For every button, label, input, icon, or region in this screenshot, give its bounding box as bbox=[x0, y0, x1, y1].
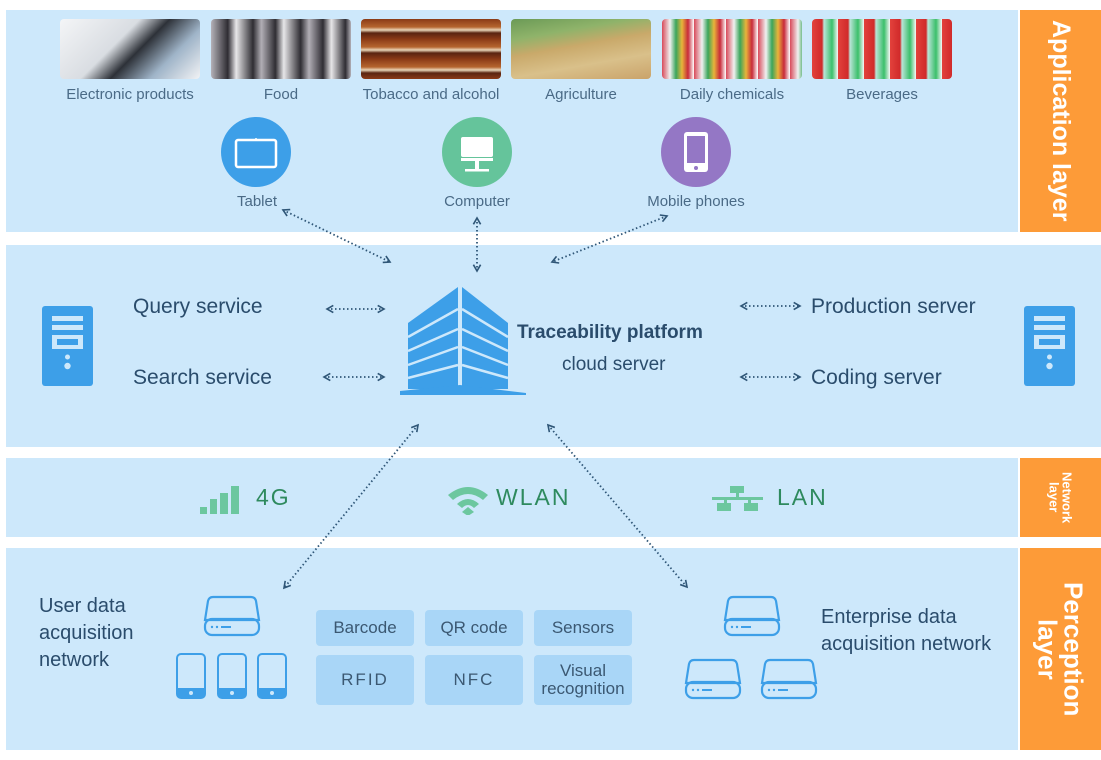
signal-bars-icon bbox=[199, 484, 241, 514]
building-icon bbox=[400, 285, 530, 397]
lan-network-icon bbox=[712, 486, 764, 512]
wifi-icon bbox=[447, 485, 489, 516]
hard-drive-icon bbox=[684, 657, 742, 701]
device-label: Tablet bbox=[236, 193, 278, 210]
device-label: Mobile phones bbox=[647, 193, 745, 210]
coding-server-label: Coding server bbox=[811, 366, 942, 389]
platform-title: Traceability platform bbox=[517, 322, 703, 343]
user-network-line: network bbox=[39, 649, 110, 671]
technology-nfc: NFC bbox=[425, 655, 523, 705]
production-server-label: Production server bbox=[811, 295, 976, 318]
farm-field-photo bbox=[511, 19, 651, 79]
user-network-line: User data bbox=[39, 595, 126, 617]
perception-layer-tab: Perception layer bbox=[1020, 548, 1101, 750]
technology-visual-recognition: Visual recognition bbox=[534, 655, 632, 705]
user-network-label: User data acquisition network bbox=[39, 593, 134, 674]
tablet-icon bbox=[221, 117, 291, 187]
technology-barcode: Barcode bbox=[316, 610, 414, 646]
perception-band bbox=[6, 548, 1018, 750]
hard-drive-icon bbox=[760, 657, 818, 701]
enterprise-network-line: acquisition network bbox=[821, 633, 992, 655]
computer-icon bbox=[442, 117, 512, 187]
server-icon-left bbox=[42, 306, 93, 386]
industry-label: Food bbox=[263, 86, 299, 103]
application-layer-label: Application layer bbox=[1047, 20, 1075, 222]
phone-icon bbox=[257, 653, 287, 699]
electronic-products-photo bbox=[60, 19, 200, 79]
cloud-band bbox=[6, 245, 1101, 447]
network-layer-tab: Network layer bbox=[1020, 458, 1101, 537]
network-lan-label: LAN bbox=[777, 484, 828, 510]
device-label: Computer bbox=[444, 193, 510, 210]
industry-label: Agriculture bbox=[545, 86, 617, 103]
enterprise-network-label: Enterprise data acquisition network bbox=[821, 604, 991, 658]
liquor-shelf-photo bbox=[361, 19, 501, 79]
hard-drive-icon bbox=[203, 594, 261, 638]
phone-icon bbox=[176, 653, 206, 699]
server-icon-right bbox=[1024, 306, 1075, 386]
supermarket-shelf-photo bbox=[662, 19, 802, 79]
beverage-shelf-photo bbox=[812, 19, 952, 79]
technology-sensors: Sensors bbox=[534, 610, 632, 646]
industry-label: Daily chemicals bbox=[679, 86, 785, 103]
technology-qr-code: QR code bbox=[425, 610, 523, 646]
enterprise-network-line: Enterprise data bbox=[821, 606, 957, 628]
network-layer-label: Network layer bbox=[1046, 471, 1075, 524]
mobile-phone-icon bbox=[661, 117, 731, 187]
platform-subtitle: cloud server bbox=[562, 354, 666, 375]
application-layer-tab: Application layer bbox=[1020, 10, 1101, 232]
query-service-label: Query service bbox=[133, 295, 263, 318]
industry-label: Beverages bbox=[846, 86, 918, 103]
visual-recognition-line: Visual bbox=[560, 661, 606, 681]
technology-rfid: RFID bbox=[316, 655, 414, 705]
food-packages-photo bbox=[211, 19, 351, 79]
network-wlan-label: WLAN bbox=[496, 484, 571, 510]
search-service-label: Search service bbox=[133, 366, 272, 389]
phone-icon bbox=[217, 653, 247, 699]
visual-recognition-line: recognition bbox=[541, 679, 625, 698]
perception-layer-label: Perception layer bbox=[1032, 581, 1089, 717]
network-band bbox=[6, 458, 1018, 537]
user-network-line: acquisition bbox=[39, 622, 134, 644]
network-4g-label: 4G bbox=[256, 484, 291, 510]
hard-drive-icon bbox=[723, 594, 781, 638]
industry-label: Electronic products bbox=[66, 86, 194, 103]
industry-label: Tobacco and alcohol bbox=[362, 86, 500, 103]
